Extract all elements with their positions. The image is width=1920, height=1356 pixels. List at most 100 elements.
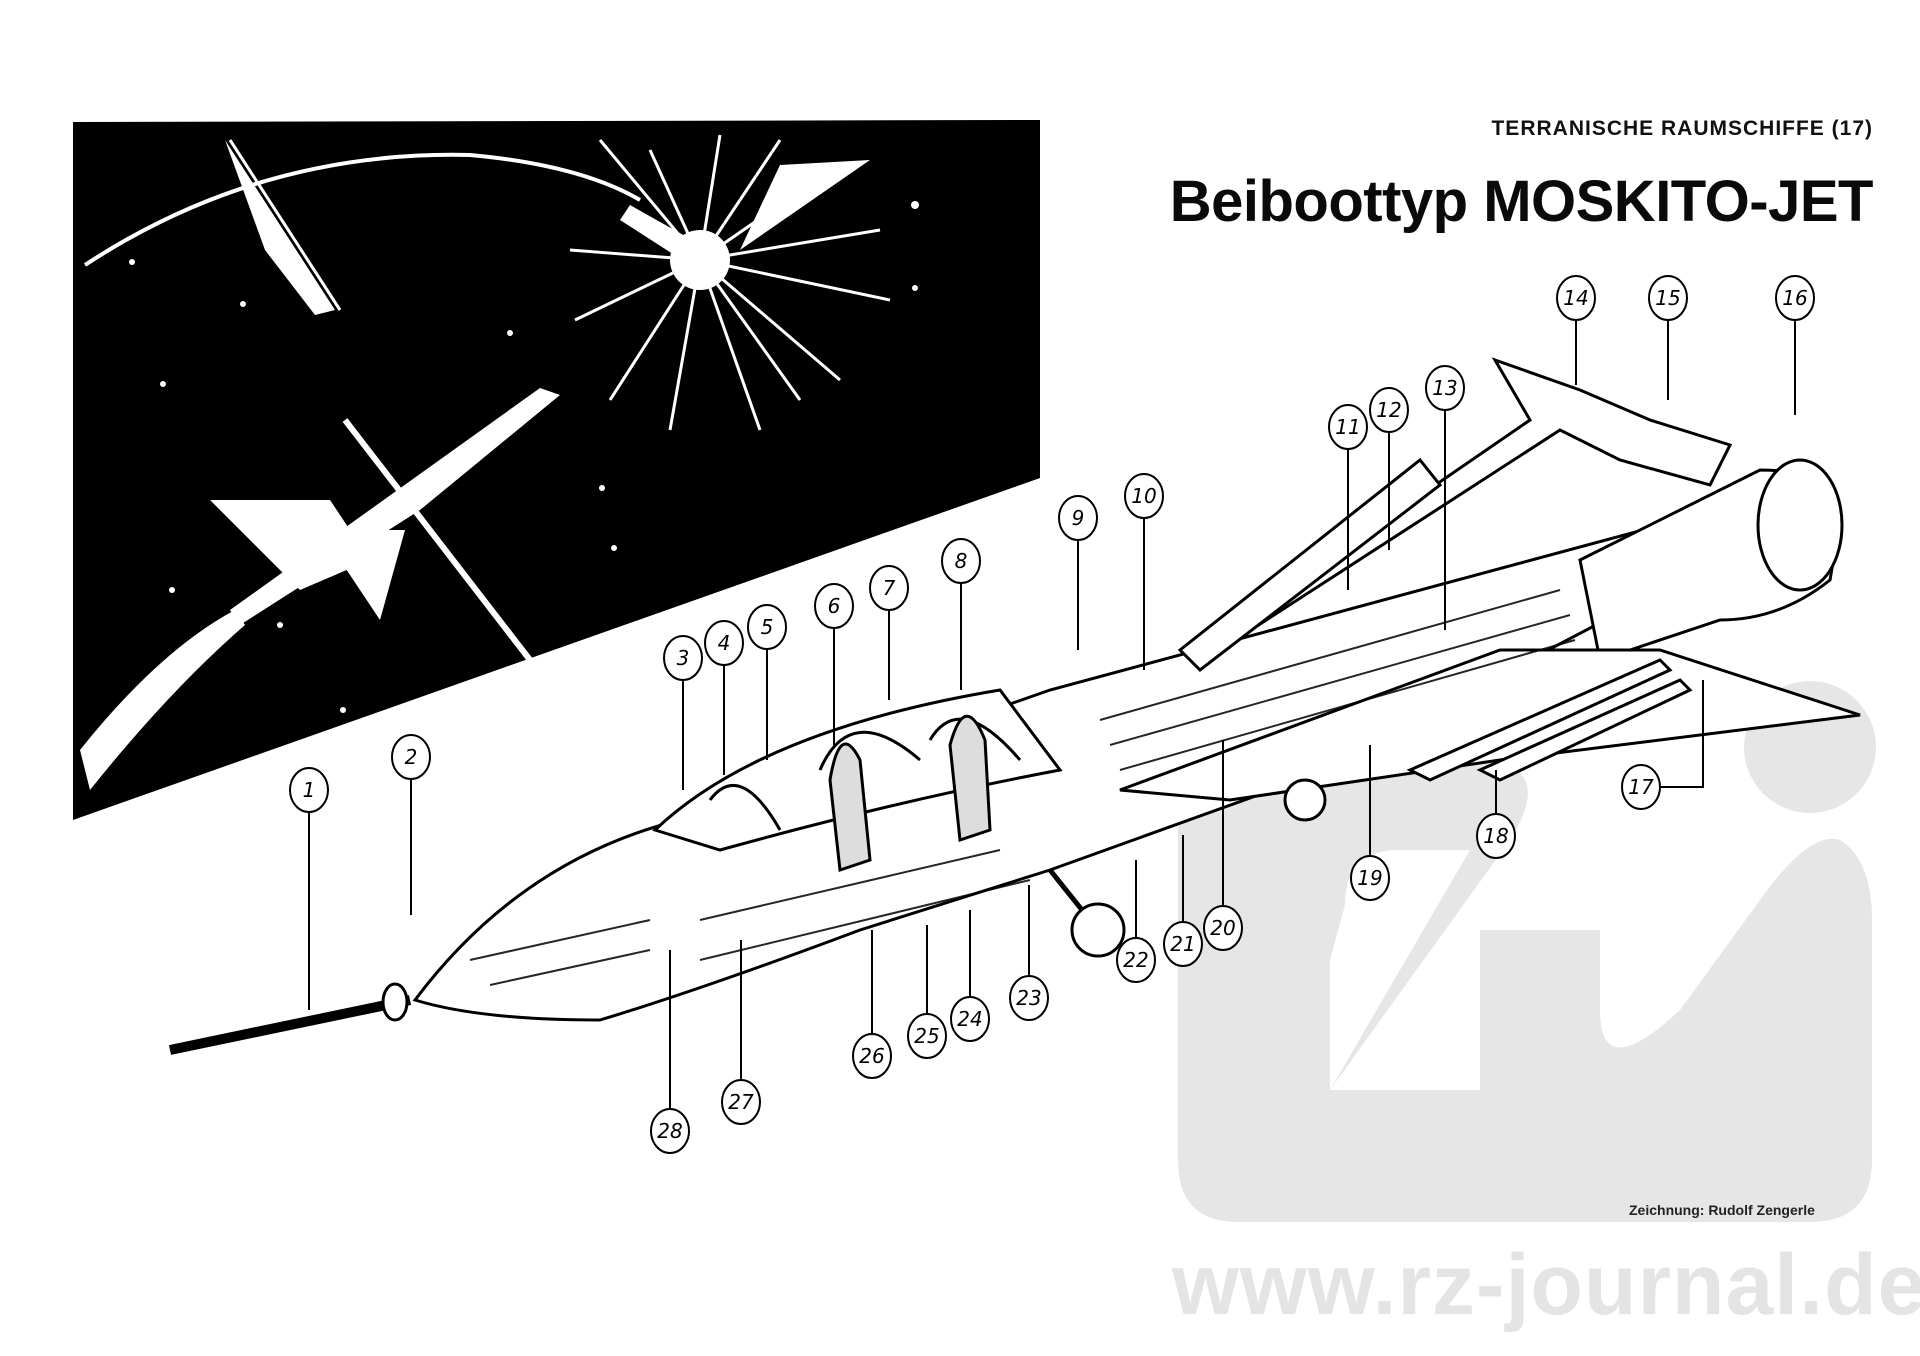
callout-circle bbox=[1124, 473, 1164, 519]
pilot-seat bbox=[828, 742, 872, 873]
callout-number: 25 bbox=[914, 1024, 939, 1048]
callout-3: 3 bbox=[663, 635, 703, 790]
page-title: Beiboottyp MOSKITO-JET bbox=[1169, 169, 1874, 234]
callout-circle bbox=[950, 996, 990, 1042]
callout-circle bbox=[852, 1033, 892, 1079]
landing-wheel-front bbox=[1070, 902, 1126, 958]
callout-circle bbox=[1163, 921, 1203, 967]
callout-19: 19 bbox=[1350, 745, 1390, 901]
callout-number: 1 bbox=[303, 778, 316, 802]
callout-circle bbox=[869, 565, 909, 611]
callout-circle bbox=[1116, 937, 1156, 983]
callout-circle bbox=[721, 1079, 761, 1125]
callout-number: 20 bbox=[1210, 916, 1235, 940]
callout-5: 5 bbox=[747, 604, 787, 760]
callout-27: 27 bbox=[721, 940, 761, 1125]
illustrator-credit: Zeichnung: Rudolf Zengerle bbox=[1629, 1202, 1815, 1218]
callout-number: 9 bbox=[1072, 506, 1085, 530]
callout-number: 17 bbox=[1628, 775, 1654, 799]
callout-12: 12 bbox=[1369, 387, 1409, 550]
callout-number: 6 bbox=[828, 594, 841, 618]
callout-number: 14 bbox=[1563, 286, 1588, 310]
nose-probe bbox=[168, 995, 412, 1055]
callout-26: 26 bbox=[852, 930, 892, 1079]
callout-17: 17 bbox=[1621, 680, 1704, 810]
callout-number: 27 bbox=[728, 1090, 754, 1114]
callout-7: 7 bbox=[869, 565, 909, 700]
series-title: TERRANISCHE RAUMSCHIFFE (17) bbox=[1491, 117, 1873, 140]
callout-number: 7 bbox=[883, 576, 896, 600]
callout-number: 5 bbox=[761, 615, 774, 639]
upper-stabilizer bbox=[1177, 457, 1443, 672]
callout-circle bbox=[1009, 975, 1049, 1021]
callout-circle bbox=[1350, 855, 1390, 901]
callout-15: 15 bbox=[1648, 275, 1688, 400]
callout-14: 14 bbox=[1556, 275, 1596, 385]
callout-number: 12 bbox=[1376, 398, 1401, 422]
callout-circle bbox=[1621, 764, 1661, 810]
callout-circle bbox=[391, 734, 431, 780]
callout-number: 10 bbox=[1131, 484, 1156, 508]
callout-10: 10 bbox=[1124, 473, 1164, 670]
callout-23: 23 bbox=[1009, 885, 1049, 1021]
callout-circle bbox=[1775, 275, 1815, 321]
callout-circle bbox=[1369, 387, 1409, 433]
callout-1: 1 bbox=[289, 767, 329, 1010]
callout-number: 24 bbox=[957, 1007, 982, 1031]
callout-circle bbox=[1556, 275, 1596, 321]
callout-circle bbox=[650, 1108, 690, 1154]
distant-fighter bbox=[225, 140, 335, 315]
missile-trail-arc bbox=[83, 152, 642, 267]
callout-circle bbox=[663, 635, 703, 681]
callout-circle bbox=[289, 767, 329, 813]
callout-number: 13 bbox=[1432, 376, 1457, 400]
callout-circle bbox=[814, 583, 854, 629]
callout-circle bbox=[1328, 404, 1368, 450]
callout-4: 4 bbox=[704, 620, 744, 775]
callout-circle bbox=[1058, 495, 1098, 541]
callout-number: 28 bbox=[657, 1119, 682, 1143]
callout-16: 16 bbox=[1775, 275, 1815, 415]
callout-number: 4 bbox=[718, 631, 731, 655]
callout-8: 8 bbox=[941, 538, 981, 690]
callout-circle bbox=[907, 1013, 947, 1059]
copilot-seat bbox=[948, 714, 992, 843]
callout-20: 20 bbox=[1203, 740, 1243, 951]
callout-circle bbox=[747, 604, 787, 650]
callout-number: 16 bbox=[1782, 286, 1807, 310]
callout-13: 13 bbox=[1425, 365, 1465, 630]
callout-circle bbox=[941, 538, 981, 584]
callout-circle bbox=[1476, 813, 1516, 859]
callout-25: 25 bbox=[907, 925, 947, 1059]
callout-circle bbox=[1425, 365, 1465, 411]
callout-leader-line bbox=[1661, 680, 1704, 788]
fuselage bbox=[412, 518, 1723, 1022]
callout-number: 2 bbox=[405, 745, 418, 769]
laser-beam bbox=[342, 418, 533, 662]
callout-number: 8 bbox=[955, 549, 968, 573]
callout-number: 18 bbox=[1483, 824, 1508, 848]
callout-11: 11 bbox=[1328, 404, 1368, 590]
callout-24: 24 bbox=[950, 910, 990, 1042]
weapon-pod-left bbox=[1406, 658, 1673, 782]
callout-number: 21 bbox=[1170, 932, 1195, 956]
callout-circle bbox=[1648, 275, 1688, 321]
callout-number: 3 bbox=[677, 646, 690, 670]
callout-number: 11 bbox=[1335, 415, 1360, 439]
foreground-fighter bbox=[80, 388, 560, 790]
callout-number: 15 bbox=[1655, 286, 1680, 310]
callout-28: 28 bbox=[650, 950, 690, 1154]
callout-number: 26 bbox=[859, 1044, 884, 1068]
callout-9: 9 bbox=[1058, 495, 1098, 650]
stars bbox=[129, 201, 919, 778]
callout-circle bbox=[1203, 905, 1243, 951]
callout-18: 18 bbox=[1476, 770, 1516, 859]
callout-number: 19 bbox=[1357, 866, 1382, 890]
callout-number: 23 bbox=[1016, 986, 1041, 1010]
weapon-pod-right bbox=[1476, 678, 1693, 782]
callout-number: 22 bbox=[1123, 948, 1148, 972]
